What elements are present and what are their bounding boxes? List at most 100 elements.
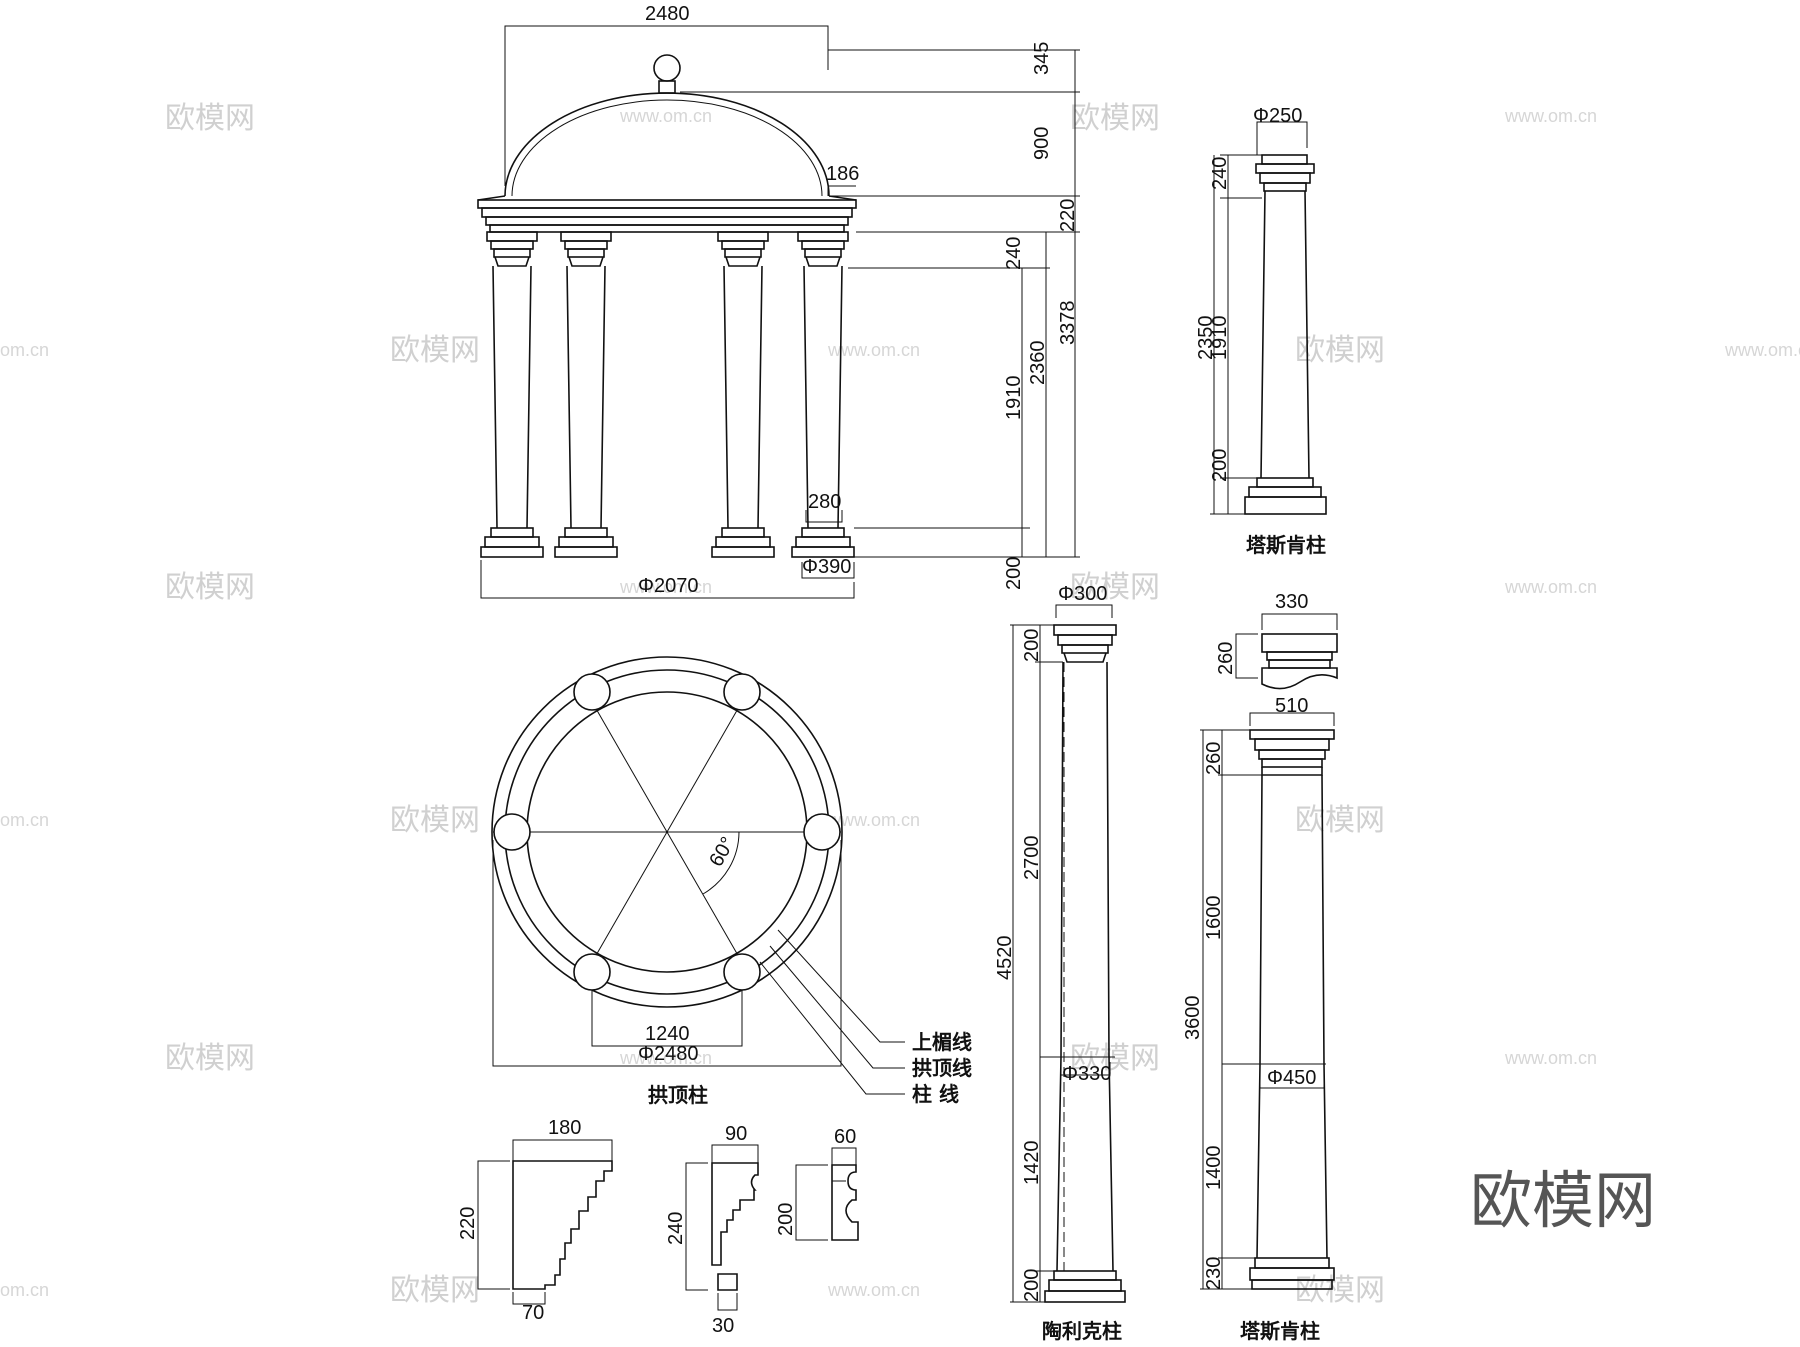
dim-profile2-height: 240 [665,1212,687,1245]
dim-finial: 345 [1031,42,1053,75]
tuscan-large-title: 塔斯肯柱 [1240,1319,1320,1343]
angle-label: 60° [705,833,739,870]
watermark-site: www.om.cn [619,1048,712,1068]
plan-axis [586,692,748,972]
watermark-site: www.om.cn [1724,340,1800,360]
dim-cap-height: 260 [1215,642,1237,675]
watermark-site: om.cn [0,340,49,360]
dim-mid-diameter: Φ450 [1267,1067,1316,1089]
dim-profile1-height: 220 [457,1207,479,1240]
dim-total: 2350 [1195,316,1217,361]
dim-top-diameter: Φ250 [1253,105,1302,127]
dim-total: 3378 [1057,301,1079,346]
dim-base-width: 280 [808,491,841,513]
column-4 [791,231,855,558]
dim-base: 200 [1209,449,1231,482]
dim-plan-diameter: Φ2070 [638,575,698,597]
plan-outer-circle [491,656,843,1008]
dim-cap-width: 330 [1275,591,1308,613]
watermark-brand: 欧模网 [1070,101,1160,136]
dim-capital: 260 [1203,742,1225,775]
dim-profile3-height: 200 [775,1203,797,1236]
plan-title: 拱顶柱 [648,1083,708,1107]
elevation-dimensions: 2480 345 900 220 3378 2360 240 1910 200 … [480,3,1080,599]
angle-arc [702,831,740,895]
profile-cornice: 180 220 70 [457,1117,613,1324]
dim-base-diameter: Φ390 [802,556,851,578]
leader-label-dome: 拱顶线 [912,1056,972,1080]
leader-line [777,929,905,1043]
dim-lower-shaft: 1400 [1203,1146,1225,1191]
watermark-site: www.om.cn [827,810,920,830]
dim-lower-shaft: 1420 [1021,1141,1043,1186]
plan-column [723,953,761,991]
watermark-site: om.cn [0,1280,49,1300]
watermark-layer: 欧模网 欧模网 www.om.cn www.om.cn om.cn 欧模网 ww… [0,101,1800,1308]
dim-capital: 240 [1209,157,1231,190]
dim-shaft: 1910 [1209,316,1231,361]
finial-ball [653,54,681,82]
gazebo-elevation: 2480 345 900 220 3378 2360 240 1910 200 … [477,3,1080,599]
dome-inner-line [511,99,823,197]
dim-cornice-projection: 186 [826,163,859,185]
molding-profiles: 180 220 70 90 240 30 60 200 [457,1117,859,1337]
dim-base: 200 [1021,1269,1043,1302]
dim-cornice: 220 [1057,199,1079,232]
tuscan-small-title: 塔斯肯柱 [1246,533,1326,557]
watermark-brand: 欧模网 [1070,570,1160,605]
watermark-brand: 欧模网 [165,570,255,605]
dim-overall-width: 2480 [645,3,690,25]
dim-profile2-width: 90 [725,1123,747,1145]
watermark-brand: 欧模网 [390,333,480,368]
dim-upper-shaft: 1600 [1203,896,1225,941]
watermark-brand: 欧模网 [390,1273,480,1308]
dim-profile1-width: 180 [548,1117,581,1139]
watermark-site: www.om.cn [827,1280,920,1300]
leader-line [769,945,905,1069]
dim-capital: 200 [1021,629,1043,662]
tuscan-column-large: 330 260 510 Φ450 260 1600 3600 1400 230 … [1182,591,1338,1343]
dim-profile1-bottom: 70 [522,1302,544,1324]
column-3 [711,231,775,558]
plan-column [803,813,841,851]
plan-column [723,673,761,711]
watermark-site: om.cn [0,810,49,830]
gazebo-plan: 60° 1240 Φ2480 拱顶柱 上楣线 拱顶线 柱 线 [491,656,972,1107]
watermark-brand: 欧模网 [1295,803,1385,838]
leader-label-column: 柱 线 [912,1082,959,1106]
profile-dome: 90 240 30 [665,1123,759,1337]
watermark-site: www.om.cn [1504,106,1597,126]
tuscan-column-small: Φ250 240 2350 1910 200 塔斯肯柱 [1195,105,1327,557]
dim-chord: 1240 [645,1023,690,1045]
plan-column [493,813,531,851]
watermark-brand: 欧模网 [1295,1273,1385,1308]
dim-width-510: 510 [1275,695,1308,717]
plan-column [573,673,611,711]
dim-capital: 240 [1003,237,1025,270]
dim-top-diameter: Φ300 [1058,583,1107,605]
dome-outline [504,92,830,197]
dim-mid-diameter: Φ330 [1062,1063,1111,1085]
watermark-site: www.om.cn [827,340,920,360]
leader-line [759,961,905,1095]
dim-dome: 900 [1031,127,1053,160]
watermark-brand: 欧模网 [390,803,480,838]
leader-label-cornice: 上楣线 [912,1030,972,1054]
plan-column [573,953,611,991]
doric-title: 陶利克柱 [1042,1319,1122,1343]
watermark-brand: 欧模网 [165,101,255,136]
dim-plan-circle: Φ2480 [638,1043,698,1065]
dim-shaft: 1910 [1003,376,1025,421]
cornice [477,195,857,233]
finial-neck [658,80,676,94]
watermark-brand: 欧模网 [1295,333,1385,368]
dim-base: 200 [1003,557,1025,590]
dim-profile3-width: 60 [834,1126,856,1148]
profile-column-line: 60 200 [775,1126,859,1241]
watermark-site: www.om.cn [1504,577,1597,597]
dim-total: 4520 [994,936,1016,981]
watermark-brand: 欧模网 [1070,1041,1160,1076]
column-1 [480,231,544,558]
watermark-site: www.om.cn [1504,1048,1597,1068]
